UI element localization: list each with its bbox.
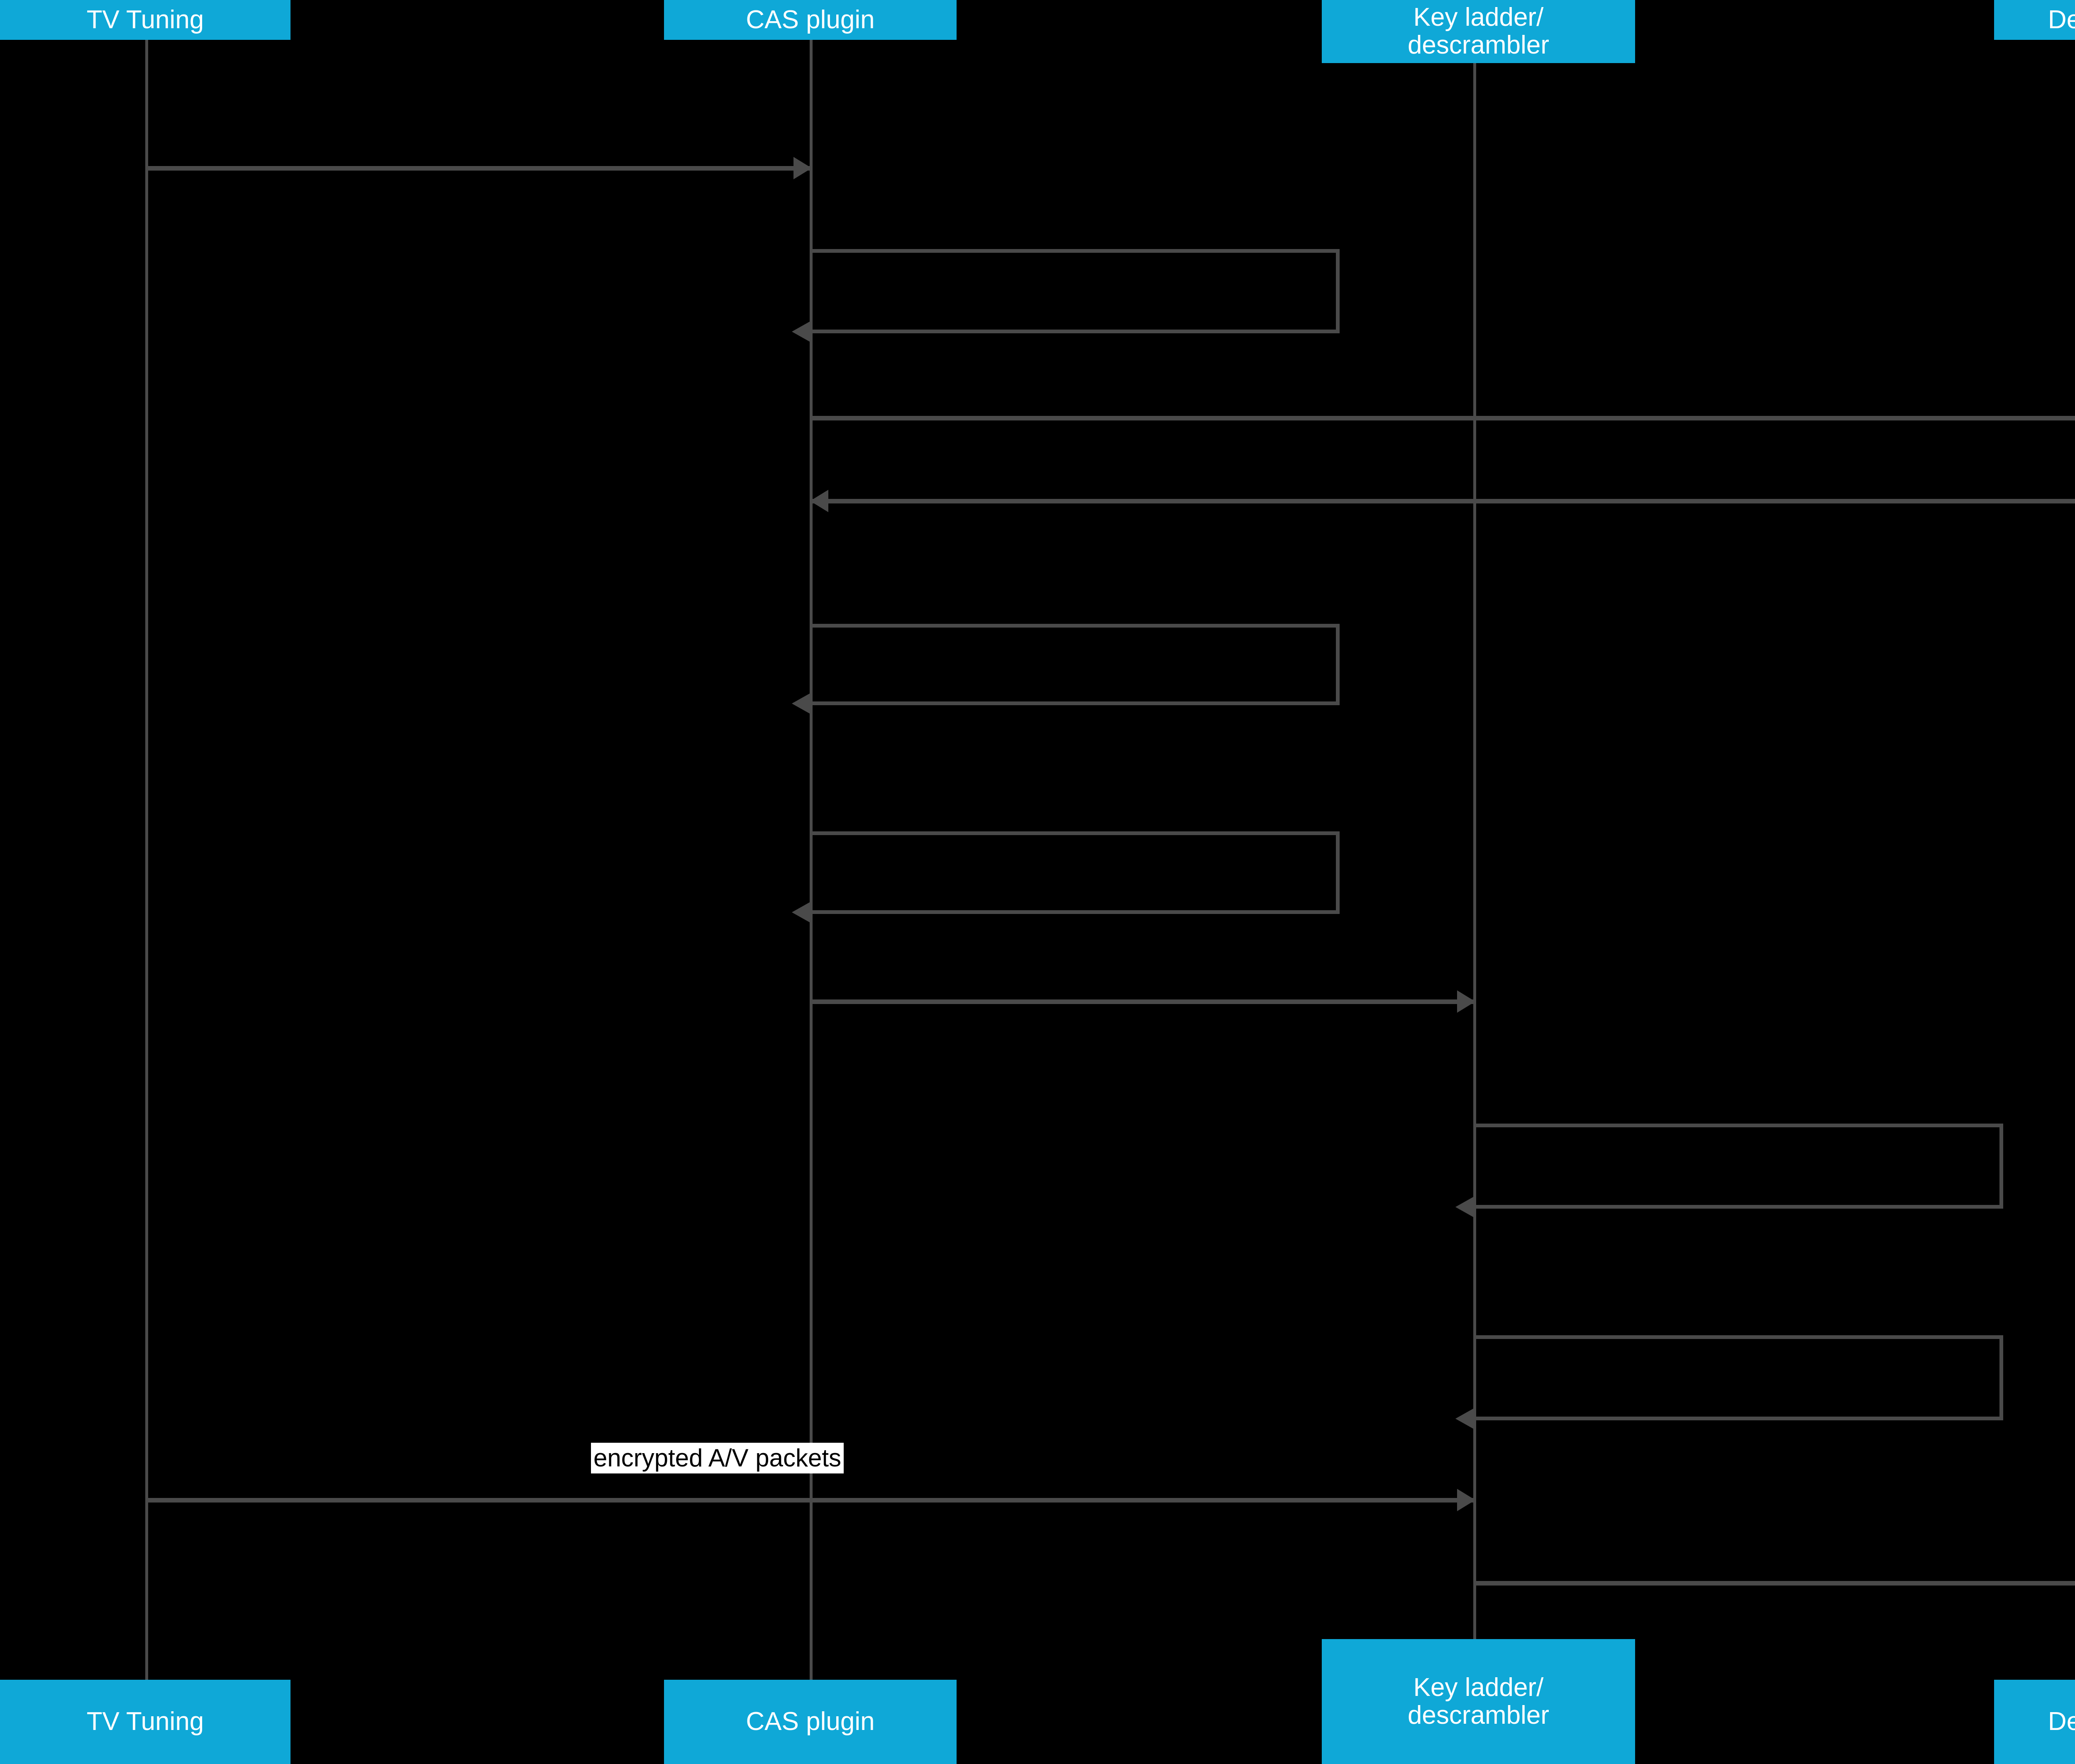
self-message-side-segment-8 [1999, 1124, 2003, 1209]
arrowhead-icon [792, 901, 812, 924]
actor-label-decode: Decode, display [2048, 5, 2075, 34]
arrowhead-icon [810, 490, 828, 512]
message-label-3 [840, 379, 845, 383]
self-message-return-segment-5 [811, 701, 1340, 705]
self-message-2[interactable] [792, 249, 1340, 343]
lifeline-tv_tuning [145, 40, 148, 1680]
self-message-top-segment-8 [1474, 1124, 2003, 1127]
self-message-side-segment-9 [1999, 1335, 2003, 1420]
actor-label-decode: Decode, display [2048, 1707, 2075, 1736]
actor-box-key_ladder-top[interactable]: Key ladder/ descrambler [1322, 0, 1635, 63]
arrowhead-icon [792, 692, 812, 715]
actor-box-tv_tuning-bottom[interactable]: TV Tuning [0, 1680, 290, 1764]
actor-label-cas_plugin: CAS plugin [746, 1707, 875, 1736]
actor-box-key_ladder-bottom[interactable]: Key ladder/ descrambler [1322, 1639, 1635, 1764]
actor-box-decode-top[interactable]: Decode, display [1994, 0, 2075, 40]
arrowhead-icon [792, 320, 812, 343]
self-message-side-segment-5 [1336, 624, 1340, 705]
actor-box-cas_plugin-top[interactable]: CAS plugin [664, 0, 957, 40]
lifeline-key_ladder [1473, 63, 1476, 1639]
self-message-top-segment-5 [811, 624, 1340, 628]
self-message-top-segment-9 [1474, 1335, 2003, 1339]
self-message-return-segment-2 [811, 330, 1340, 333]
actor-label-key_ladder: Key ladder/ descrambler [1407, 3, 1550, 59]
self-message-side-segment-6 [1336, 831, 1340, 914]
self-message-8[interactable] [1455, 1124, 2003, 1218]
actor-box-decode-bottom[interactable]: Decode, display [1994, 1680, 2075, 1764]
message-line-3 [811, 416, 2075, 420]
actor-label-tv_tuning: TV Tuning [86, 5, 204, 34]
self-message-return-segment-8 [1474, 1205, 2003, 1209]
self-message-6[interactable] [792, 831, 1340, 924]
self-message-5[interactable] [792, 624, 1340, 715]
message-line-10 [146, 1498, 1474, 1503]
arrowhead-icon [1457, 1489, 1475, 1511]
message-line-1 [146, 166, 811, 171]
arrowhead-icon [793, 157, 812, 179]
self-message-return-segment-9 [1474, 1417, 2003, 1420]
actor-label-cas_plugin: CAS plugin [746, 5, 875, 34]
self-message-side-segment-2 [1336, 249, 1340, 333]
message-line-4 [811, 499, 2075, 503]
arrowhead-icon [1455, 1196, 1475, 1218]
message-label-10: encrypted A/V packets [591, 1443, 844, 1473]
actor-label-key_ladder: Key ladder/ descrambler [1407, 1673, 1550, 1730]
actor-box-cas_plugin-bottom[interactable]: CAS plugin [664, 1680, 957, 1764]
message-label-4 [840, 462, 845, 466]
actor-box-tv_tuning-top[interactable]: TV Tuning [0, 0, 290, 40]
self-message-return-segment-6 [811, 910, 1340, 914]
lifeline-cas_plugin [810, 40, 813, 1680]
self-message-top-segment-2 [811, 249, 1340, 253]
self-message-9[interactable] [1455, 1335, 2003, 1430]
self-message-top-segment-6 [811, 831, 1340, 835]
arrowhead-icon [1457, 990, 1475, 1013]
message-label-7 [840, 963, 845, 966]
message-line-11 [1474, 1581, 2075, 1586]
message-line-7 [811, 999, 1474, 1004]
actor-label-tv_tuning: TV Tuning [86, 1707, 204, 1736]
message-label-1 [176, 129, 181, 133]
message-label-11 [1504, 1544, 1509, 1548]
arrowhead-icon [1455, 1407, 1475, 1430]
